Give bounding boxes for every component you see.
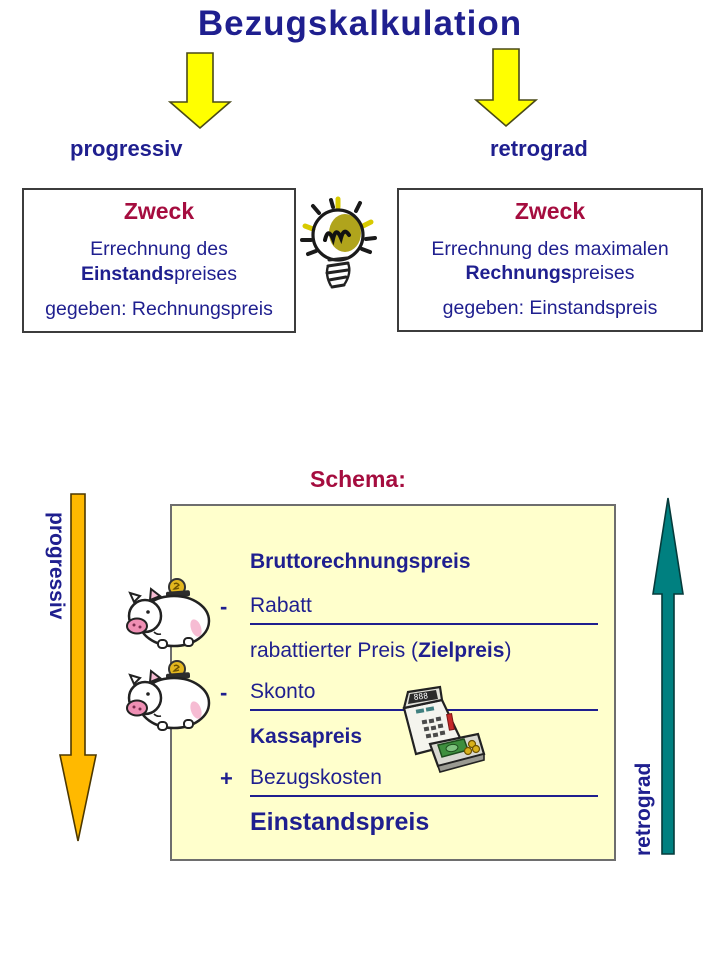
zweck-heading: Zweck (514, 198, 586, 224)
zweck-purpose: Errechnung des Einstandspreises (80, 238, 238, 285)
cash-register-icon: 888 (402, 685, 486, 773)
side-label-progressiv: progressiv (45, 512, 68, 620)
side-label-retrograd: retrograd (632, 762, 655, 856)
lightbulb-icon (300, 196, 377, 289)
branch-label-retrograd: retrograd (490, 136, 588, 161)
zweck-purpose: Errechnung des maximalen Rechnungspreise… (431, 237, 669, 284)
page-title: Bezugskalkulation (197, 4, 523, 43)
zweck-given: gegeben: Einstandspreis (442, 297, 658, 319)
svg-text:888: 888 (413, 691, 429, 702)
piggy-bank-icon (126, 578, 211, 649)
branch-label-progressiv: progressiv (70, 136, 183, 161)
zweck-given: gegeben: Rechnungspreis (45, 298, 273, 320)
piggy-bank-icon (126, 660, 211, 731)
down-arrow-icon (474, 48, 538, 128)
zweck-box-progressiv: Zweck Errechnung des Einstandspreises ge… (22, 188, 296, 333)
schema-box: Bruttorechnungspreis - Rabatt rabattiert… (170, 504, 616, 861)
up-arrow-icon (652, 497, 684, 855)
down-arrow-icon (59, 493, 97, 842)
zweck-box-retrograd: Zweck Errechnung des maximalen Rechnungs… (397, 188, 703, 332)
zweck-heading: Zweck (123, 198, 195, 224)
schema-label: Schema: (310, 466, 406, 492)
down-arrow-icon (168, 52, 232, 130)
